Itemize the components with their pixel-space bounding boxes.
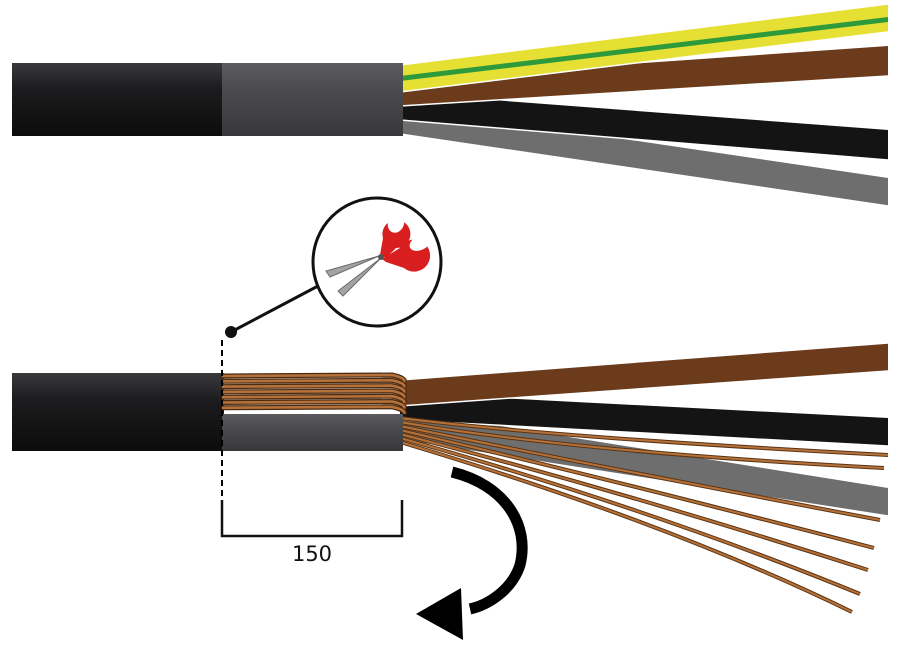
bottom-black-core [400,393,888,446]
screen-wire [399,417,889,456]
bottom-outer-sheath [12,373,224,451]
screen-wire [399,433,869,571]
dimension-label: 150 [292,542,332,566]
folded-wire [221,394,406,404]
callout-leader [230,284,319,334]
bottom-grey-core [400,410,888,516]
top-cable [12,3,889,207]
folded-wire [221,378,406,388]
folded-wire [221,389,406,399]
scissors-icon [325,213,431,297]
bottom-cable [12,342,889,614]
folded-wire [221,373,406,383]
curved-arrow-icon [416,466,528,640]
folded-wire [221,400,406,410]
top-brown-core [400,46,888,106]
top-grey-core [400,106,888,206]
dimension-bracket: 150 [220,500,404,566]
folded-wire [221,405,406,415]
bottom-inner-sheath [222,414,403,451]
bottom-brown-core [400,343,888,406]
screen-wire [399,421,885,469]
screen-wires [399,416,889,614]
top-outer-sheath [12,63,224,136]
cut-marker [221,196,443,508]
screen-wire [399,425,881,521]
top-black-core [400,93,888,160]
screen-wire [399,437,861,595]
folded-screen-wires [221,372,407,415]
folded-wire [221,384,406,394]
top-green-stripe [400,17,888,81]
screen-wire [399,441,853,613]
screen-wire [399,429,875,549]
top-inner-sheath [222,63,403,136]
